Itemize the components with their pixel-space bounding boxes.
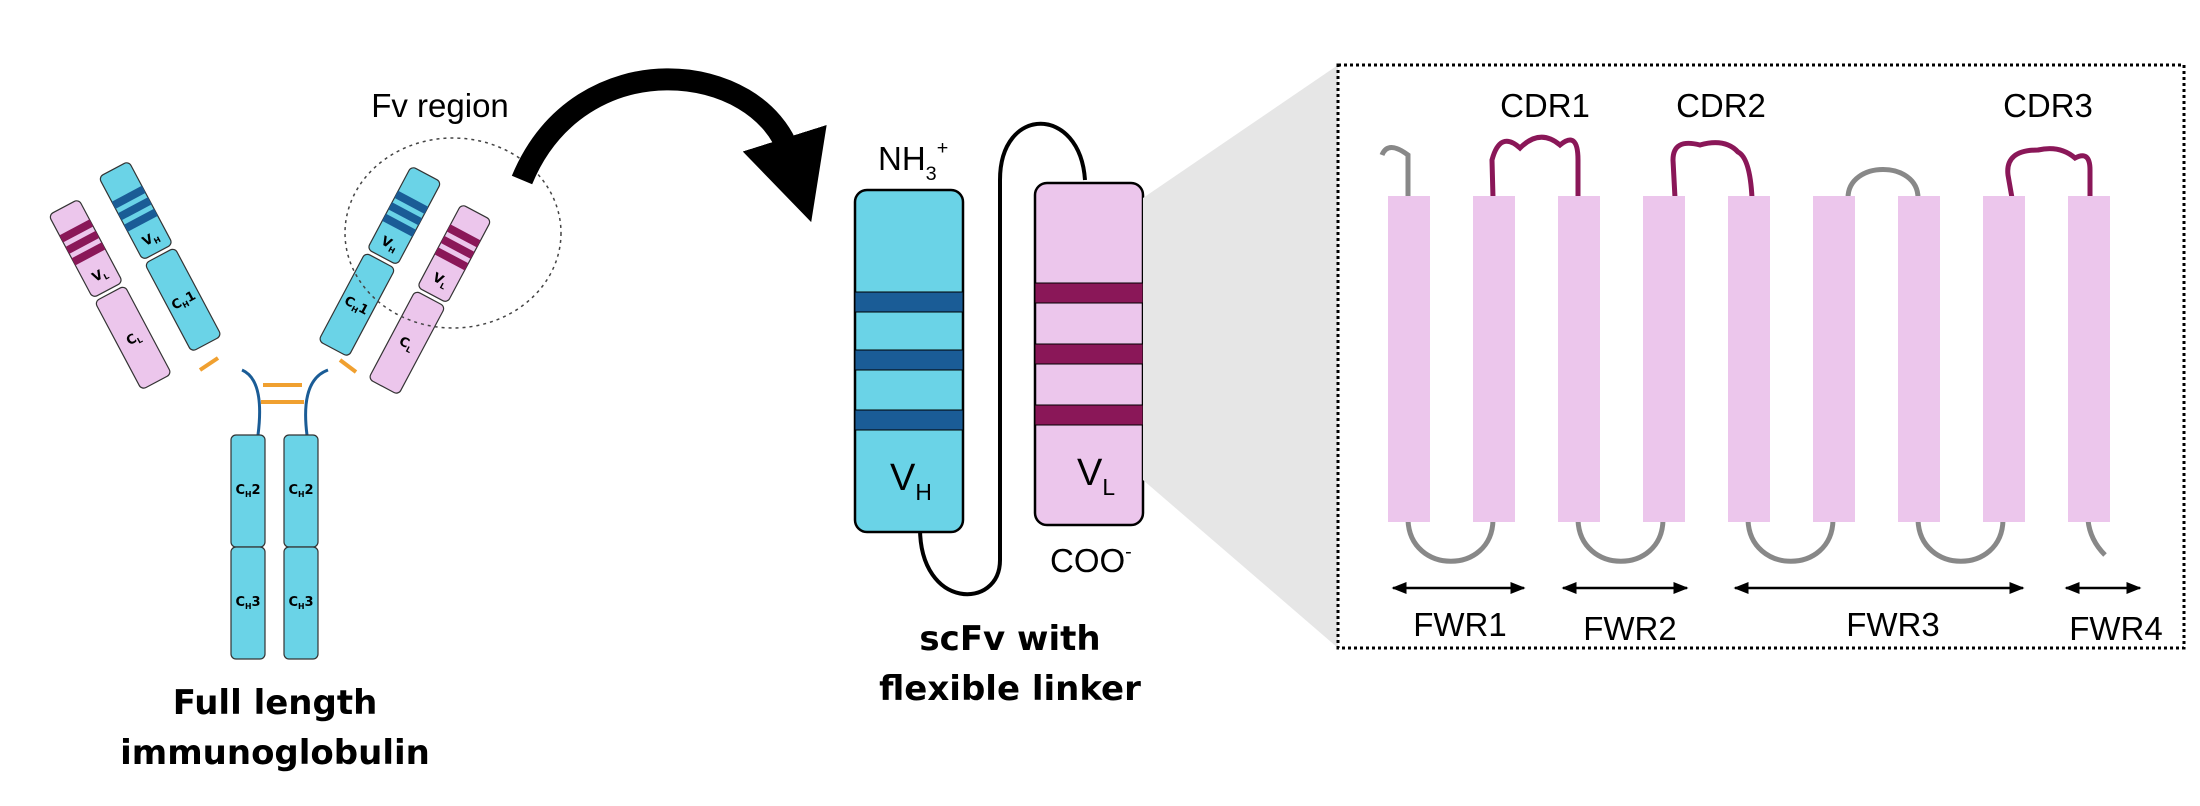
left-arm-light-chain: VL CL — [49, 200, 171, 389]
fc-region: CH2 CH2 CH3 CH3 — [230, 434, 319, 660]
cdr3-label: CDR3 — [2003, 87, 2093, 124]
beta-strand — [1473, 196, 1515, 522]
right-vl-domain — [418, 205, 491, 302]
left-ch3-label: CH3 — [235, 595, 260, 611]
zoom-cone — [1143, 65, 1338, 648]
right-vl-cdr-band — [446, 224, 481, 248]
n-terminal-tail — [1379, 145, 1411, 198]
left-vl-cdr-band — [59, 219, 94, 243]
right-vh-label: VH — [378, 234, 400, 256]
flexible-linker — [918, 121, 1087, 597]
scfv-caption-line2: flexible linker — [879, 669, 1141, 709]
bottom-loop — [1915, 519, 2006, 564]
cdr2-loop — [1670, 140, 1755, 199]
right-vh-cdr-band — [394, 190, 429, 214]
bottom-loop — [1405, 519, 1496, 564]
cdr3-loop — [2005, 146, 2093, 199]
beta-strand — [1643, 196, 1685, 522]
right-arm-heavy-chain: VH CH1 — [319, 167, 441, 356]
left-vl-cdr-band — [65, 230, 100, 254]
right-cl-label: CL — [396, 334, 416, 355]
beta-strand — [1898, 196, 1940, 522]
left-ch3-domain — [230, 546, 266, 660]
hinge-region — [241, 368, 329, 436]
scfv: VH VL NH3+ COO- scFv with flexible linke… — [853, 121, 1145, 709]
scfv-vh-cdr-band — [854, 291, 964, 313]
right-vl-label: VL — [429, 270, 450, 291]
fwr1-label: FWR1 — [1413, 606, 1507, 643]
n-terminus-label: NH3+ — [878, 137, 948, 185]
fwr2-label: FWR2 — [1583, 610, 1677, 647]
fwr-top-loop — [1845, 167, 1921, 199]
scfv-vh-label: VH — [890, 457, 932, 505]
scfv-vh-cdr-band — [854, 409, 964, 431]
left-ch2-label: CH2 — [235, 483, 260, 499]
right-arm-light-chain: VL CL — [369, 205, 491, 394]
c-terminal-tail — [2085, 519, 2107, 557]
right-ch3-label: CH3 — [288, 595, 313, 611]
scfv-caption-line1: scFv with — [919, 619, 1100, 659]
immunoglobulin-caption-line1: Full length — [173, 683, 378, 723]
beta-strand — [1813, 196, 1855, 522]
bottom-loop — [1745, 519, 1836, 564]
left-vl-domain — [49, 200, 122, 297]
scfv-vl-cdr-band — [1034, 404, 1144, 426]
fv-region-label: Fv region — [371, 87, 509, 124]
vl-detail-panel: CDR1 CDR2 CDR3 FWR1 FWR2 FWR3 FWR4 — [1336, 63, 2186, 650]
right-cl-domain — [369, 291, 445, 394]
disulfide-bonds — [198, 356, 358, 404]
fwr4-label: FWR4 — [2069, 610, 2163, 647]
left-cl-domain — [95, 286, 171, 389]
right-ch3-domain — [283, 546, 319, 660]
right-ch2-label: CH2 — [288, 483, 313, 499]
cdr2-label: CDR2 — [1676, 87, 1766, 124]
left-vh-cdr-band — [123, 208, 158, 232]
fwr3-label: FWR3 — [1846, 606, 1940, 643]
beta-strand — [2068, 196, 2110, 522]
bottom-loop — [1575, 519, 1666, 564]
right-vl-cdr-band — [434, 247, 469, 271]
left-ch1-domain — [145, 248, 221, 351]
scfv-vl-cdr-band — [1034, 343, 1144, 365]
c-terminus-label: COO- — [1050, 541, 1132, 579]
right-vh-cdr-band — [382, 213, 417, 237]
full-length-immunoglobulin: VH CH1 VL CL VH CH1 — [49, 87, 562, 773]
left-vl-cdr-band — [71, 242, 106, 266]
scfv-vl-label: VL — [1077, 452, 1115, 500]
right-vl-cdr-band — [440, 235, 475, 259]
scfv-vl-cdr-band — [1034, 282, 1144, 304]
beta-strand — [1728, 196, 1770, 522]
right-vh-cdr-band — [388, 202, 423, 226]
right-ch1-domain — [319, 253, 395, 356]
curved-arrow — [511, 68, 827, 223]
fv-region-circle — [344, 137, 562, 329]
left-vh-cdr-band — [111, 185, 146, 209]
beta-strand — [1558, 196, 1600, 522]
scfv-vh-cdr-band — [854, 349, 964, 371]
immunoglobulin-caption-line2: immunoglobulin — [120, 733, 430, 773]
cdr1-label: CDR1 — [1500, 87, 1590, 124]
left-arm-heavy-chain: VH CH1 — [99, 162, 221, 351]
cdr1-loop — [1489, 134, 1581, 199]
beta-strand — [1388, 196, 1430, 522]
left-vh-cdr-band — [117, 197, 152, 221]
beta-strand — [1983, 196, 2025, 522]
